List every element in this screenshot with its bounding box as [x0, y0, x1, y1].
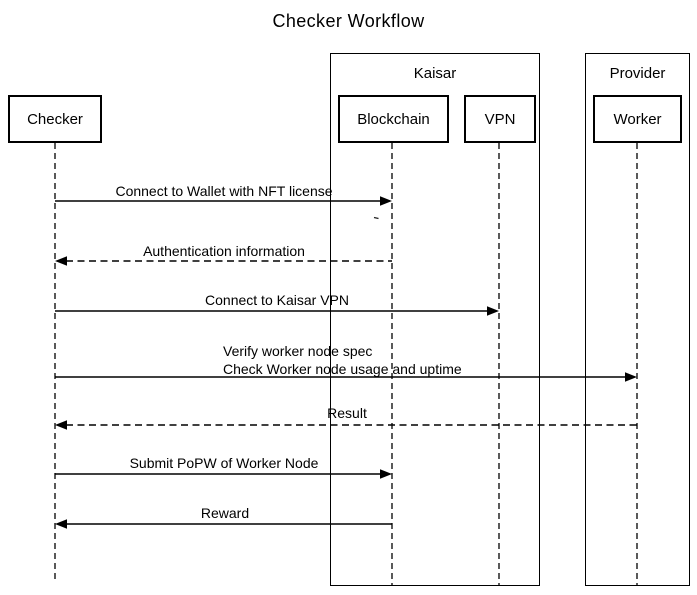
- message-7-arrowhead-icon: [55, 519, 67, 529]
- kaisar-group-box: [330, 53, 540, 586]
- message-3-label: Connect to Kaisar VPN: [205, 292, 349, 308]
- actor-checker: Checker: [8, 95, 102, 143]
- diagram-title: Checker Workflow: [272, 11, 425, 31]
- actor-worker: Worker: [593, 95, 682, 143]
- message-4-label-line1: Verify worker node spec: [223, 343, 373, 359]
- message-2-arrowhead-icon: [55, 256, 67, 266]
- message-4-label-line2: Check Worker node usage and uptime: [223, 361, 462, 377]
- actor-worker-label: Worker: [613, 110, 662, 128]
- message-1-label: Connect to Wallet with NFT license: [115, 183, 333, 199]
- actor-vpn: VPN: [464, 95, 536, 143]
- provider-group-box: [585, 53, 690, 586]
- provider-group-label: Provider: [609, 65, 666, 82]
- actor-vpn-label: VPN: [484, 110, 516, 128]
- actor-blockchain: Blockchain: [338, 95, 449, 143]
- message-2-label: Authentication information: [143, 243, 305, 259]
- kaisar-group-label: Kaisar: [413, 65, 457, 82]
- message-7-label: Reward: [200, 505, 250, 521]
- actor-checker-label: Checker: [27, 110, 83, 128]
- actor-blockchain-label: Blockchain: [357, 110, 430, 128]
- message-5-label: Result: [327, 405, 367, 421]
- message-5-arrowhead-icon: [55, 420, 67, 430]
- message-6-label: Submit PoPW of Worker Node: [129, 455, 319, 471]
- message-4-label: Verify worker node spec Check Worker nod…: [223, 342, 462, 378]
